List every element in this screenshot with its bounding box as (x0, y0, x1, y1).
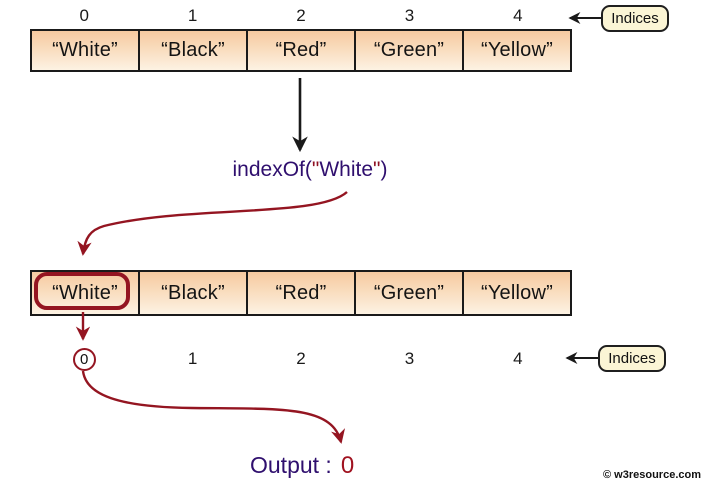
indices-badge-top-label: Indices (611, 10, 659, 27)
bottom-index-1: 1 (187, 349, 198, 368)
bottom-array-cell-black: “Black” (138, 272, 246, 314)
result-index-circle: 0 (72, 347, 96, 371)
method-call-prefix: indexOf( (232, 158, 312, 181)
indices-badge-bottom-label: Indices (608, 350, 656, 367)
result-index-container: 0 (30, 347, 138, 371)
top-array-cell-green: “Green” (354, 31, 462, 70)
method-call-close-quote: " (373, 158, 381, 181)
indices-badge-bottom: Indices (598, 345, 666, 372)
top-array: “White” “Black” “Red” “Green” “Yellow” (30, 29, 572, 72)
copyright-text: © w3resource.com (603, 469, 701, 481)
bottom-index-2: 2 (296, 349, 306, 368)
top-array-cell-white: “White” (32, 31, 138, 70)
call-to-match-curve-arrow (77, 191, 348, 256)
match-highlight-outline (34, 272, 130, 310)
index-to-output-curve-arrow (81, 370, 346, 444)
bottom-index-3: 3 (404, 349, 415, 368)
top-indices-row: 0 1 2 3 4 (30, 6, 572, 26)
method-call-open-quote: " (311, 158, 320, 181)
bottom-array-cell-yellow: “Yellow” (462, 272, 570, 314)
top-index-2: 2 (296, 6, 306, 25)
top-index-3: 3 (404, 6, 415, 25)
method-call-caption: indexOf("White") (150, 158, 470, 182)
top-index-4: 4 (513, 6, 523, 25)
indices-badge-top: Indices (601, 5, 669, 32)
top-array-cell-red: “Red” (246, 31, 354, 70)
bottom-array: “White” “Black” “Red” “Green” “Yellow” (30, 270, 572, 316)
output-label: Output : (250, 452, 332, 478)
top-index-1: 1 (187, 6, 198, 25)
bottom-index-4: 4 (513, 349, 523, 368)
bottom-array-cell-green: “Green” (354, 272, 462, 314)
output-value: 0 (340, 452, 355, 479)
top-index-0: 0 (79, 6, 89, 25)
output-caption: Output : 0 (250, 452, 354, 480)
bottom-indices-row: 0 1 2 3 4 (30, 346, 572, 372)
method-call-argument: White (319, 158, 374, 181)
top-array-cell-black: “Black” (138, 31, 246, 70)
top-array-cell-yellow: “Yellow” (462, 31, 570, 70)
bottom-array-cell-red: “Red” (246, 272, 354, 314)
method-call-suffix: ) (380, 158, 388, 181)
